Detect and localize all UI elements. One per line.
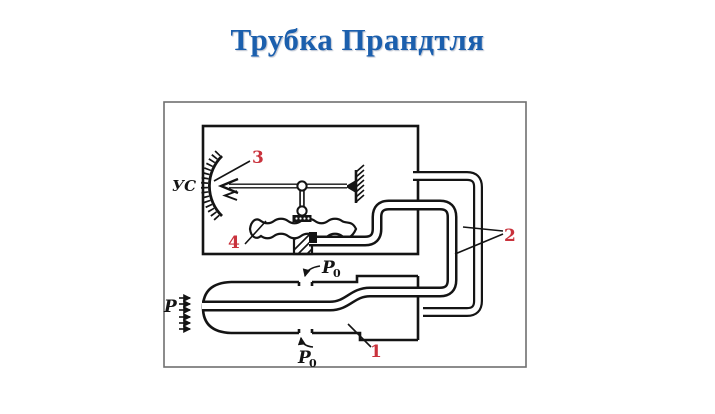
page-title: Трубка Прандтля	[230, 22, 485, 57]
leader-4	[244, 220, 267, 245]
callout-4-capsule: 4	[228, 233, 240, 253]
leader-lines	[213, 160, 504, 348]
callout-2-tubes: 2	[504, 226, 516, 246]
clamp-dot	[299, 217, 302, 220]
clamp-dot	[303, 217, 306, 220]
static-p-base: P	[321, 258, 336, 278]
needle-arrowhead	[217, 177, 239, 195]
static-port-arrow-top	[302, 265, 321, 278]
static-p-sub: 0	[333, 267, 341, 280]
static-pressure-label-top: P 0	[321, 258, 341, 280]
flow-arrows	[179, 294, 192, 333]
pivot-bearing	[345, 180, 356, 193]
callout-3-needle-scale: 3	[252, 148, 264, 168]
pitot-top-wall	[231, 274, 418, 286]
leader-3	[213, 160, 251, 182]
speed-scale	[201, 150, 223, 222]
static-port-arrow-bottom	[297, 336, 314, 348]
pipe-fitting	[309, 232, 317, 243]
leader-2b	[454, 233, 504, 255]
needle-mechanism	[217, 177, 347, 222]
clamp-dot	[307, 217, 310, 220]
ball-joint-lower	[296, 205, 308, 217]
static-p-sub: 0	[309, 357, 317, 370]
callout-1-pitot: 1	[370, 342, 382, 362]
ball-joint-upper	[296, 180, 308, 192]
total-pressure-pipe	[202, 199, 458, 312]
pivot-hatching	[355, 164, 365, 203]
clamp-dot	[295, 217, 298, 220]
knurled-clamp	[292, 215, 312, 222]
scale-arc	[208, 155, 223, 217]
needle-arrowhead-small	[222, 190, 238, 201]
pivot-mount	[345, 164, 365, 203]
total-pressure-label: P	[163, 297, 178, 317]
leader-1	[347, 323, 372, 348]
speed-scale-label: УС	[172, 177, 196, 195]
leader-2a	[462, 226, 504, 232]
pipe-bore	[202, 202, 455, 309]
static-pressure-label-bottom: P 0	[297, 348, 317, 370]
aneroid-capsule	[248, 217, 358, 240]
static-p-base: P	[297, 348, 312, 368]
